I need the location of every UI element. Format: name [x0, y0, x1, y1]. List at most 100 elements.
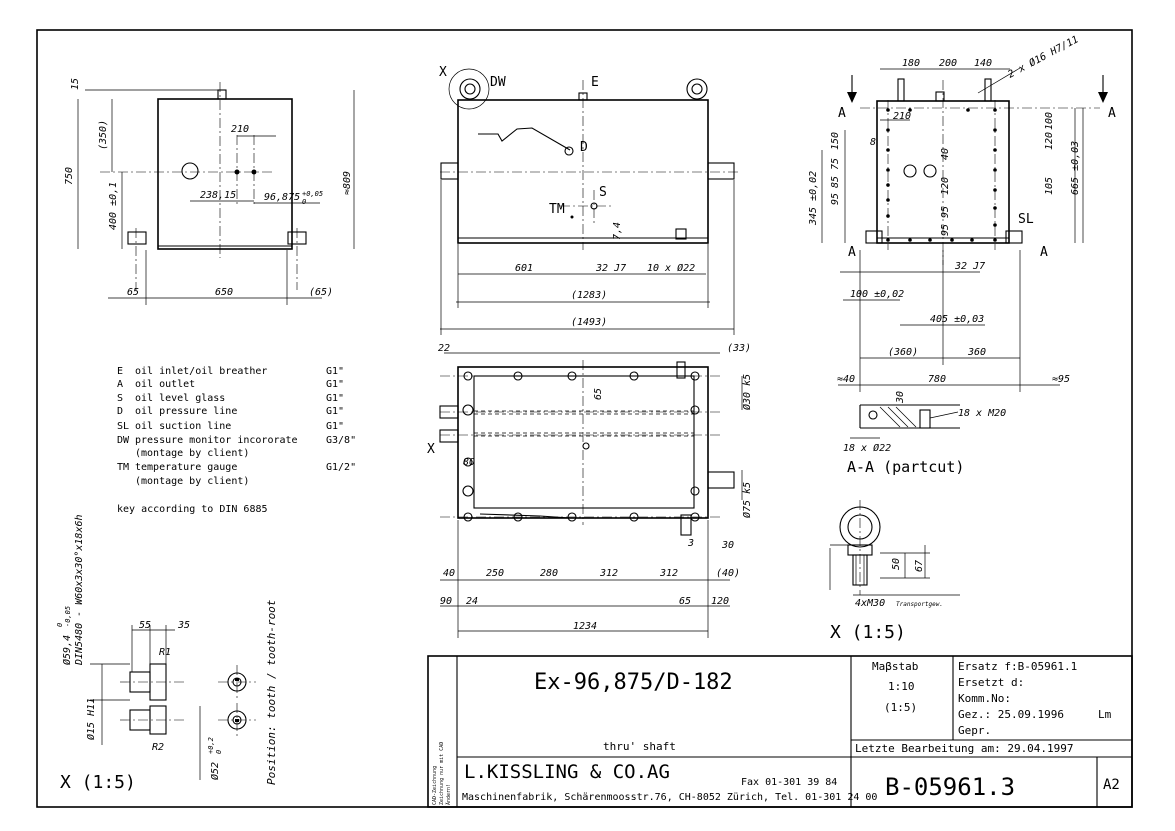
last-edit: Letzte Bearbeitung am: 29.04.1997 [855, 742, 1074, 755]
dim-tol-lower: 0 [302, 198, 306, 206]
dim-210-right: 210 [893, 111, 911, 122]
cad-note-3: Ändern! [445, 784, 452, 805]
drawn-by: Lm [1098, 708, 1112, 721]
dim-40-right: (40) [716, 568, 740, 579]
dim-D59-tol-lower: -0,05 [64, 606, 72, 627]
dim-40-left: 40 [443, 568, 455, 579]
dim-8: 8 [870, 137, 876, 148]
dim-approx95: ≈95 [1052, 374, 1070, 385]
company-fax: Fax 01-301 39 84 [741, 777, 837, 788]
dim-150: 150 [830, 132, 841, 150]
dim-35: 35 [177, 620, 190, 631]
label-A-bottom-right: A [1040, 245, 1048, 260]
dim-650: 650 [215, 287, 233, 298]
legend-code-D: D [117, 406, 123, 417]
label-X-left: X [427, 442, 435, 457]
dim-780: 780 [928, 374, 946, 385]
dim-238: 238,15 [200, 190, 236, 201]
dim-R1: R1 [159, 647, 171, 658]
label-A-top-right: A [1108, 106, 1116, 121]
legend-size-SL: G1" [326, 421, 344, 432]
legend-desc-A: oil outlet [135, 379, 195, 390]
dim-32J7-right: 32 J7 [954, 261, 985, 272]
dim-120-right: 120 [1044, 132, 1055, 150]
dim-tol-upper: +0,05 [302, 190, 323, 198]
dim-1234: 1234 [573, 621, 597, 632]
dim-75: 75 [830, 158, 841, 170]
dim-750: 750 [64, 167, 75, 185]
legend-code-E: E [117, 366, 123, 377]
detail-title-eyebolt: X (1:5) [830, 622, 906, 643]
dim-95-b: 95 [940, 206, 951, 218]
center-front-view: X DW E D S TM 7,4 601 32 J7 10 x Ø22 (12… [439, 65, 740, 335]
dim-65-bottom: 65 [679, 596, 691, 607]
legend-code-TM: TM [117, 462, 129, 473]
legend-code-A: A [117, 379, 123, 390]
dim-R2: R2 [152, 742, 164, 753]
legend-desc-DW: pressure monitor incororate [135, 435, 298, 446]
dim-D15H11: Ø15 H11 [85, 698, 97, 740]
dim-3: 3 [687, 538, 694, 549]
label-E: E [591, 75, 599, 90]
legend-desc-E: oil inlet/oil breather [135, 366, 267, 377]
scale-primary: 1:10 [888, 680, 915, 693]
legend-size-A: G1" [326, 379, 344, 390]
label-A-bottom-left: A [848, 245, 856, 260]
legend-size-S: G1" [326, 393, 344, 404]
dim-210: 210 [231, 124, 249, 135]
drawn-date: Gez.: 25.09.1996 [958, 708, 1064, 721]
dim-180: 180 [902, 58, 920, 69]
drawing-subtitle: thru' shaft [603, 740, 676, 753]
dim-30-small: 30 [721, 540, 734, 551]
legend-size-DW: G3/8" [326, 435, 356, 446]
dim-65-right: (65) [309, 287, 333, 298]
dim-809: ≈809 [342, 171, 353, 195]
dim-D52-tol-upper: +0,2 [207, 737, 215, 754]
legend-desc-montage-1: (montage by client) [135, 448, 249, 459]
dim-approx40: ≈40 [837, 374, 855, 385]
dim-601: 601 [515, 263, 533, 274]
dim-67: 67 [914, 560, 925, 572]
dim-D75k5: Ø75 k5 [741, 482, 753, 518]
note-transportgew: Transportgew. [896, 601, 943, 608]
dim-80: 80 [463, 457, 475, 468]
dim-2xD16: 2 x Ø16 H7/11 [1006, 33, 1081, 80]
dim-65-top: 65 [593, 388, 604, 400]
legend-size-D: G1" [326, 406, 344, 417]
dim-350: (350) [98, 120, 109, 150]
drawing-title: Ex-96,875/D-182 [534, 670, 733, 695]
dim-400: 400 ±0,1 [108, 182, 119, 230]
section-A-A-partcut: 30 18 x M20 18 x Ø22 A-A (partcut) [843, 391, 1006, 476]
section-title-A-A: A-A (partcut) [847, 458, 964, 476]
right-view-holes [886, 108, 997, 242]
dim-D52: Ø52 [209, 762, 221, 780]
cad-note-2: Zeichnung nur mit CAD [439, 742, 445, 805]
dim-120-mid: 120 [940, 177, 951, 195]
dim-200: 200 [939, 58, 957, 69]
legend-desc-montage-2: (montage by client) [135, 476, 249, 487]
checked: Gepr. [958, 724, 991, 737]
note-position: Position: tooth / tooth-root [265, 599, 278, 785]
dim-65-left: 65 [127, 287, 139, 298]
legend-code-SL: SL [117, 421, 129, 432]
dim-100-tol: 100 ±0,02 [850, 289, 904, 300]
dim-24: 24 [466, 596, 478, 607]
legend-size-E: G1" [326, 366, 344, 377]
replace-for: Ersatz f:B-05961.1 [958, 660, 1077, 673]
dim-405: 405 ±0,03 [930, 314, 984, 325]
dim-D59-tol-upper: 0 [56, 623, 64, 627]
company-address: Maschinenfabrik, Schärenmoosstr.76, CH-8… [462, 792, 877, 803]
label-A-top-left: A [838, 106, 846, 121]
dim-55: 55 [139, 620, 151, 631]
replaced-by: Ersetzt d: [958, 676, 1024, 689]
dim-345: 345 ±0,02 [808, 171, 819, 226]
dim-140: 140 [974, 58, 992, 69]
legend-size-TM: G1/2" [326, 462, 356, 473]
dim-30-section: 30 [895, 391, 906, 404]
dim-100-right: 100 [1044, 112, 1055, 130]
center-plan-view: X 22 (33) 65 Ø30 k5 80 Ø75 k5 30 3 40 25… [427, 343, 753, 638]
dim-312-a: 312 [599, 568, 618, 579]
label-D: D [580, 140, 588, 155]
left-end-view: 15 (350) 210 750 400 ±0,1 238,15 96,875 … [64, 78, 355, 305]
